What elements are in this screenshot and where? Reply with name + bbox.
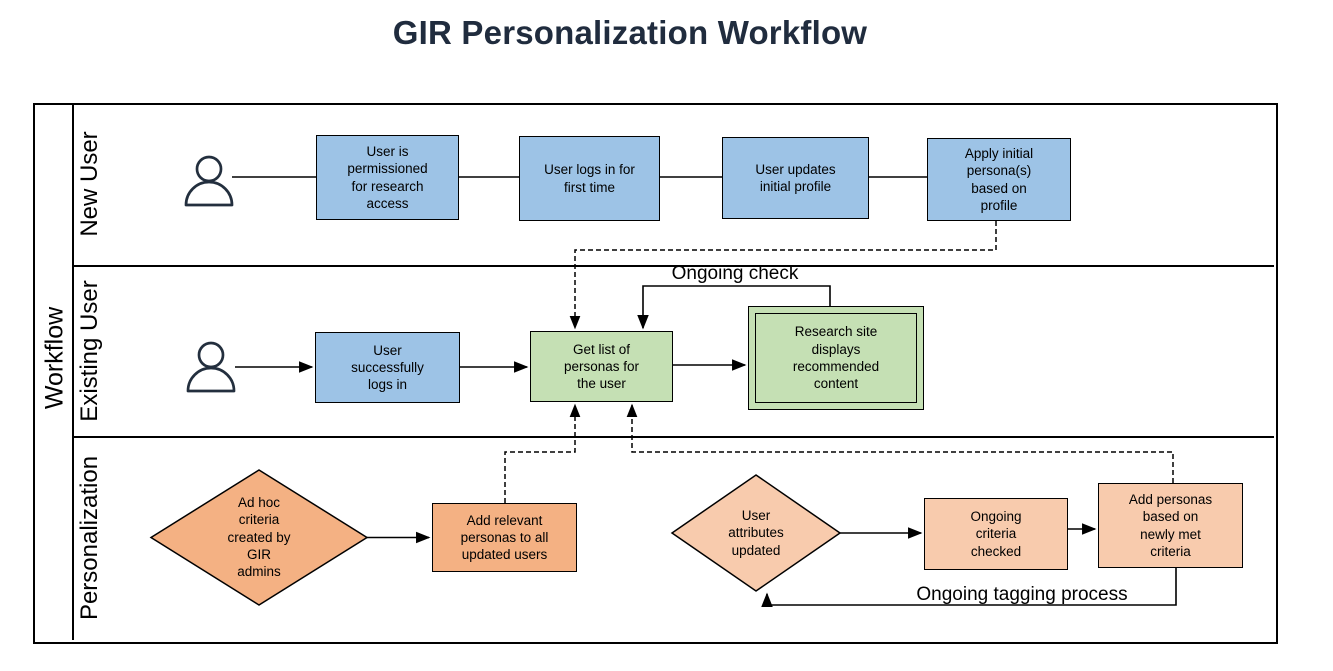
node-label: Apply initial persona(s) based on profil… xyxy=(964,145,1034,213)
node-label-user-attributes-updated: User attributes updated xyxy=(728,508,784,558)
node-label: Get list of personas for the user xyxy=(563,341,640,392)
lane-divider-1 xyxy=(73,265,1274,267)
diamond-user-attributes-updated xyxy=(670,474,842,592)
node-inner-border: Research site displays recommended conte… xyxy=(755,313,917,403)
node-label: User is permissioned for research access xyxy=(347,143,428,211)
node-label: Ongoing criteria checked xyxy=(970,509,1022,559)
node-user-permissioned: User is permissioned for research access xyxy=(316,135,459,220)
node-label: User logs in for first time xyxy=(544,162,635,195)
frame-label-divider xyxy=(72,103,74,640)
node-user-logs-in: User successfully logs in xyxy=(315,332,460,403)
page-title: GIR Personalization Workflow xyxy=(392,14,868,51)
node-label: User updates initial profile xyxy=(755,161,836,194)
node-user-updates-profile: User updates initial profile xyxy=(722,137,869,219)
dashed-arrows xyxy=(504,221,1174,503)
node-ongoing-criteria-checked: Ongoing criteria checked xyxy=(924,498,1068,570)
node-label: User successfully logs in xyxy=(351,342,424,393)
solid-arrows xyxy=(235,285,1177,607)
lane-divider-2 xyxy=(73,436,1274,438)
node-label: Add relevant personas to all updated use… xyxy=(460,512,549,563)
arrow-ongoing-tagging-return xyxy=(761,568,1177,607)
person-icon xyxy=(184,155,234,207)
node-add-personas-new-criteria: Add personas based on newly met criteria xyxy=(1098,483,1243,568)
node-research-site: Research site displays recommended conte… xyxy=(748,306,924,410)
dashed-arrow-apply-personas-to-get-personas xyxy=(569,221,997,330)
diamond-adhoc-criteria xyxy=(149,469,369,606)
node-apply-initial-personas: Apply initial persona(s) based on profil… xyxy=(927,138,1071,221)
edge-label-ongoing-tagging: Ongoing tagging process xyxy=(916,584,1128,605)
swimlane-frame xyxy=(33,103,1278,644)
dashed-arrow-add-personas-to-get-personas xyxy=(626,403,1174,483)
node-add-relevant-personas: Add relevant personas to all updated use… xyxy=(432,503,577,572)
arrow-ongoing-check xyxy=(637,285,831,330)
person-icon xyxy=(186,341,236,393)
node-get-personas: Get list of personas for the user xyxy=(530,331,673,402)
node-user-first-login: User logs in for first time xyxy=(519,136,660,221)
edge-label-ongoing-check: Ongoing check xyxy=(671,263,799,284)
node-label: Research site displays recommended conte… xyxy=(792,324,880,392)
node-label: Add personas based on newly met criteria xyxy=(1128,491,1213,559)
node-label-adhoc-criteria: Ad hoc criteria created by GIR admins xyxy=(227,494,291,579)
dashed-arrow-add-relevant-to-get-personas xyxy=(504,403,581,503)
